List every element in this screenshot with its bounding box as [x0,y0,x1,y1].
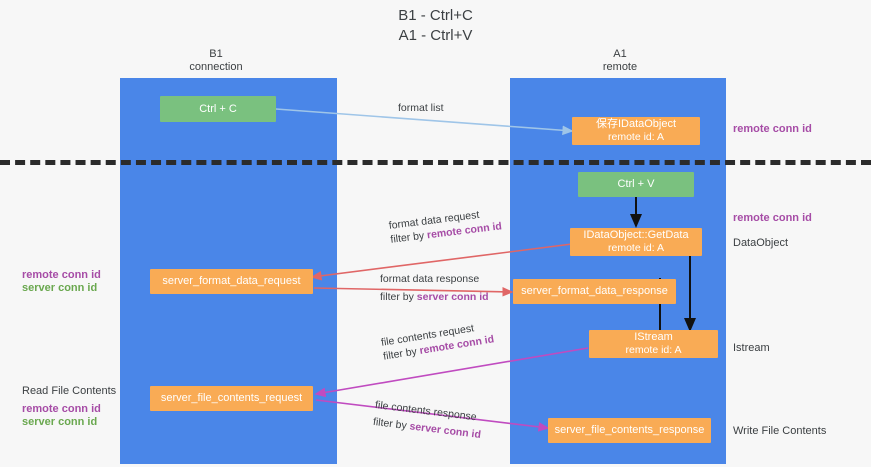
node-ctrl-v[interactable]: Ctrl + V [578,172,694,197]
edge-label-format-data-request-prefix: filter by [389,229,428,246]
lane-header-b1-name: B1 [209,48,223,60]
edge-label-file-contents-response-prefix: filter by [372,415,411,433]
node-ctrl-c-label: Ctrl + C [199,102,237,115]
annotation-istream: Istream [733,342,770,354]
annotation-remote-conn-id-top: remote conn id [733,123,812,135]
node-idataobject-getdata-remote-id: remote id: A [607,242,665,254]
annotation-write-file-contents: Write File Contents [733,425,827,437]
page-title: B1 - Ctrl+C A1 - Ctrl+V [0,6,871,46]
node-save-idataobject-label: 保存IDataObject [595,118,677,130]
edge-label-file-contents-response: file contents response filter by server … [372,398,484,442]
edge-label-format-data-response-key: server conn id [416,291,489,303]
node-server-file-contents-request[interactable]: server_file_contents_request [150,386,313,411]
node-save-idataobject[interactable]: 保存IDataObject remote id: A [572,117,700,145]
node-istream-remote-id: remote id: A [625,344,682,356]
node-idataobject-getdata[interactable]: IDataObject::GetData remote id: A [570,228,702,256]
phase-divider [0,160,871,165]
node-idataobject-getdata-label: IDataObject::GetData [583,229,689,241]
annotation-left-server-conn-id-bottom: server conn id [22,416,98,428]
edge-label-format-data-response-prefix: filter by [380,291,417,303]
annotation-dataobject: DataObject [733,237,789,249]
annotation-left-server-conn-id-mid: server conn id [22,282,98,294]
node-server-format-data-request[interactable]: server_format_data_request [150,269,313,294]
lane-header-a1: A1 remote [556,48,684,74]
node-server-format-data-response[interactable]: server_format_data_response [513,279,676,304]
edge-label-file-contents-request: file contents request filter by remote c… [380,318,495,363]
title-line-2: A1 - Ctrl+V [398,27,473,44]
annotation-left-remote-conn-id-mid: remote conn id [22,269,101,281]
annotation-left-remote-conn-id-bottom: remote conn id [22,403,101,415]
edge-label-format-list: format list [398,101,444,115]
node-server-format-data-request-label: server_format_data_request [162,275,301,287]
node-server-file-contents-response-label: server_file_contents_response [554,424,705,436]
edge-label-format-list-text: format list [398,102,444,114]
lane-header-a1-name: A1 [613,48,627,60]
annotation-remote-conn-id-mid: remote conn id [733,212,812,224]
node-server-file-contents-request-label: server_file_contents_request [160,392,303,404]
title-line-1: B1 - Ctrl+C [398,7,473,24]
edge-label-format-data-response-line2: filter by server conn id [380,290,489,304]
annotation-read-file-contents: Read File Contents [22,385,117,397]
lane-header-b1-subtitle: connection [189,61,243,73]
node-save-idataobject-remote-id: remote id: A [607,131,665,143]
node-ctrl-c[interactable]: Ctrl + C [160,96,276,122]
lane-header-b1: B1 connection [152,48,280,74]
edge-label-format-data-response-line1: format data response [380,273,480,285]
edge-label-format-data-request: format data request filter by remote con… [388,205,503,246]
node-istream-label: IStream [634,331,673,343]
edge-label-format-data-response: format data response filter by server co… [380,272,489,304]
lane-header-a1-subtitle: remote [602,61,638,73]
node-ctrl-v-label: Ctrl + V [617,178,655,190]
node-server-format-data-response-label: server_format_data_response [521,285,668,297]
node-istream[interactable]: IStream remote id: A [589,330,718,358]
node-server-file-contents-response[interactable]: server_file_contents_response [548,418,711,443]
